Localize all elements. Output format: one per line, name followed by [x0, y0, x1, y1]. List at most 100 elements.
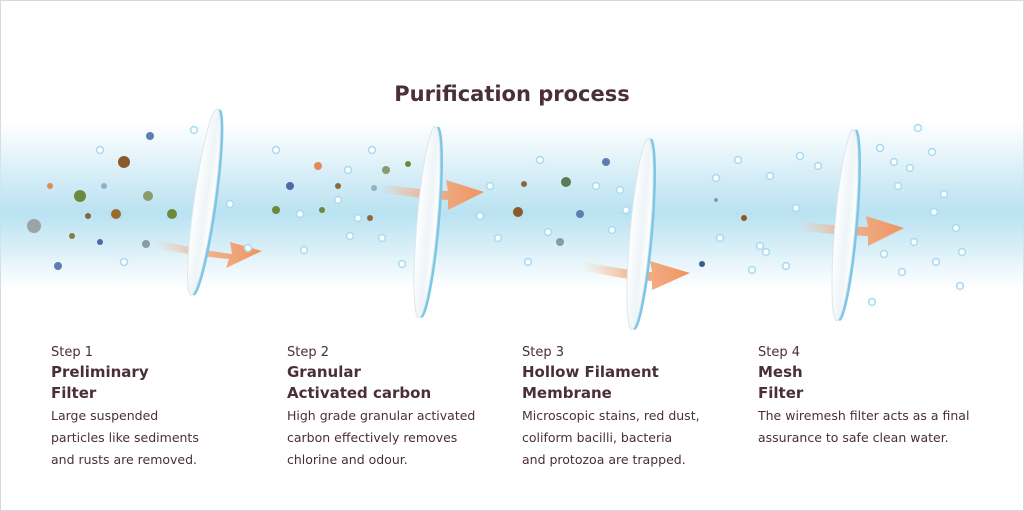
water-bubble — [913, 123, 923, 133]
water-bubble — [889, 157, 899, 167]
step-number: Step 1 — [51, 345, 94, 360]
impurity-particle — [319, 207, 325, 213]
impurity-particle — [367, 215, 373, 221]
step-title-line-1: Mesh — [758, 363, 803, 381]
step-description-line: and rusts are removed. — [51, 452, 198, 467]
water-bubble — [607, 225, 617, 235]
water-bubble — [929, 207, 939, 217]
water-bubble — [791, 203, 801, 213]
step-2: Step 2 Granular Activated carbon High gr… — [287, 344, 517, 471]
water-bubble — [765, 171, 775, 181]
impurity-particle — [27, 219, 41, 233]
step-description-line: Large suspended — [51, 408, 159, 423]
water-bubble — [475, 211, 485, 221]
water-bubble — [781, 261, 791, 271]
step-title-line-1: Granular — [287, 363, 361, 381]
impurity-particle — [314, 162, 322, 170]
step-title-line-1: Hollow Filament — [522, 363, 659, 381]
step-number: Step 2 — [287, 345, 330, 360]
water-bubble — [905, 163, 915, 173]
water-bubble — [621, 205, 631, 215]
step-title-line-1: Preliminary — [51, 363, 149, 381]
impurity-particle — [741, 215, 747, 221]
water-bubble — [397, 259, 407, 269]
step-description: The wiremesh filter acts as a final assu… — [758, 405, 1008, 449]
step-number: Step 4 — [758, 345, 801, 360]
step-1: Step 1 Preliminary Filter Large suspende… — [51, 344, 281, 471]
diagram-title: Purification process — [394, 82, 630, 106]
water-bubble — [747, 265, 757, 275]
flow-arrow-1 — [156, 240, 262, 268]
impurity-particle — [69, 233, 75, 239]
water-bubble — [875, 143, 885, 153]
impurity-particle — [602, 158, 610, 166]
water-bubble — [333, 195, 343, 205]
water-bubble — [493, 233, 503, 243]
water-bubble — [243, 243, 253, 253]
impurity-particle — [335, 183, 341, 189]
water-bubble — [353, 213, 363, 223]
step-description-line: carbon effectively removes — [287, 430, 458, 445]
water-bubble — [955, 281, 965, 291]
step-description: Microscopic stains, red dust, coliform b… — [522, 405, 752, 471]
impurity-particle — [521, 181, 527, 187]
water-bubble — [591, 181, 601, 191]
impurity-particle — [561, 177, 571, 187]
impurity-particle — [111, 209, 121, 219]
step-description: Large suspended particles like sediments… — [51, 405, 281, 471]
water-bubble — [95, 145, 105, 155]
step-number: Step 3 — [522, 345, 565, 360]
filter-disc-4 — [831, 128, 861, 322]
water-bubble — [755, 241, 765, 251]
water-bubble — [931, 257, 941, 267]
impurity-particle — [272, 206, 280, 214]
impurity-particle — [714, 198, 718, 202]
water-bubble — [271, 145, 281, 155]
water-bubble — [893, 181, 903, 191]
impurity-particle — [143, 191, 153, 201]
water-bubble — [299, 245, 309, 255]
water-bubble — [927, 147, 937, 157]
step-title-line-2: Membrane — [522, 384, 612, 402]
impurity-particle — [167, 209, 177, 219]
impurity-particle — [85, 213, 91, 219]
impurity-particle — [405, 161, 411, 167]
water-bubble — [615, 185, 625, 195]
water-bubble — [189, 125, 199, 135]
step-description-line: coliform bacilli, bacteria — [522, 430, 673, 445]
impurity-particle — [74, 190, 86, 202]
water-bubble — [367, 145, 377, 155]
water-bubble — [711, 173, 721, 183]
water-bubble — [957, 247, 967, 257]
water-bubble — [543, 227, 553, 237]
water-bubble — [295, 209, 305, 219]
step-description-line: and protozoa are trapped. — [522, 452, 686, 467]
filter-disc-1 — [187, 108, 224, 296]
filter-disc-3 — [626, 137, 656, 331]
water-stream — [0, 120, 1024, 290]
impurity-particle — [101, 183, 107, 189]
impurity-particle — [118, 156, 130, 168]
impurity-particle — [142, 240, 150, 248]
impurity-particle — [97, 239, 103, 245]
impurity-particle — [54, 262, 62, 270]
step-description-line: assurance to safe clean water. — [758, 430, 949, 445]
water-bubble — [535, 155, 545, 165]
water-bubble — [897, 267, 907, 277]
step-description-line: particles like sediments — [51, 430, 199, 445]
impurity-particle — [699, 261, 705, 267]
water-bubble — [119, 257, 129, 267]
impurity-particle — [47, 183, 53, 189]
impurity-particle — [382, 166, 390, 174]
step-title-line-2: Activated carbon — [287, 384, 432, 402]
water-bubble — [951, 223, 961, 233]
step-title-line-2: Filter — [758, 384, 804, 402]
water-bubble — [939, 189, 949, 199]
water-bubble — [909, 237, 919, 247]
impurity-particle — [576, 210, 584, 218]
filter-disc-2 — [413, 125, 443, 319]
water-bubble — [343, 165, 353, 175]
impurity-particle — [556, 238, 564, 246]
impurity-particle — [146, 132, 154, 140]
impurity-particle — [513, 207, 523, 217]
